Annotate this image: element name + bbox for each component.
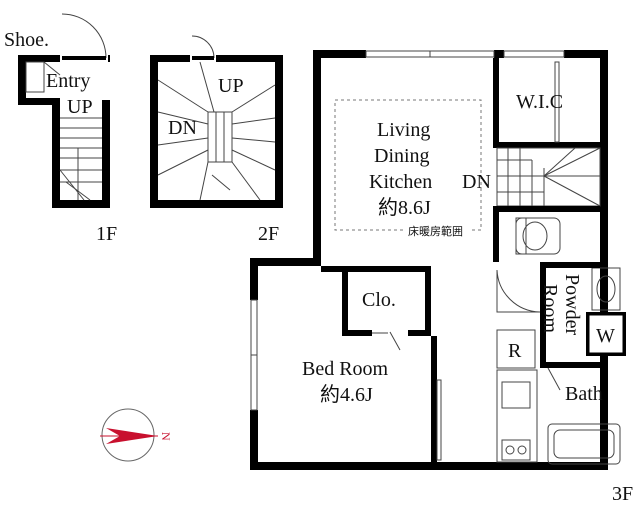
ldk-label-line3: Kitchen — [369, 171, 432, 193]
ldk-label-line2: Dining — [374, 145, 430, 167]
powder-door-swing — [496, 269, 541, 313]
bedroom-label: Bed Room — [302, 358, 389, 380]
washer-label: W — [596, 325, 615, 347]
floor-3f-outer-wall — [250, 50, 608, 470]
entry-door-swing — [61, 13, 107, 59]
floor-1f: Shoe. Entry UP 1F — [4, 13, 117, 245]
floor-1f-level: 1F — [96, 223, 117, 245]
2f-dn-label: DN — [168, 117, 197, 139]
floor-1f-stairs — [59, 117, 102, 201]
closet-door — [372, 331, 401, 351]
wic-label: W.I.C — [516, 91, 563, 113]
bathtub-icon — [547, 423, 621, 465]
ldk-area-label: 約8.6J — [378, 196, 431, 219]
stove-icon — [501, 439, 531, 461]
fridge-icon — [496, 329, 536, 369]
bedroom-area-label: 約4.6J — [320, 383, 373, 406]
heating-area-label: 床暖房範囲 — [408, 224, 463, 238]
north-compass-icon: N — [100, 408, 173, 462]
closet-label: Clo. — [362, 289, 396, 311]
shoe-label: Shoe. — [4, 29, 49, 51]
floor-3f-level: 3F — [612, 483, 633, 505]
kitchen-counter — [496, 369, 538, 463]
3f-dn-label: DN — [462, 171, 491, 193]
2f-up-label: UP — [218, 75, 244, 97]
floor-2f: UP DN 2F — [150, 35, 283, 245]
bath-label: Bath — [565, 383, 603, 405]
shoe-box — [25, 61, 45, 93]
1f-up-label: UP — [67, 96, 93, 118]
fridge-label: R — [508, 340, 522, 362]
floor-2f-level: 2F — [258, 223, 279, 245]
bedroom-top-wall — [321, 266, 431, 272]
north-label: N — [159, 432, 173, 441]
powder-room-label-line2: Room — [539, 284, 561, 333]
floor-2f-stairs — [157, 61, 276, 201]
washbasin-icon — [591, 267, 621, 311]
entry-label: Entry — [46, 70, 90, 92]
floor-3f: Living Dining Kitchen 約8.6J 床暖房範囲 DN W.I… — [248, 48, 633, 505]
sink-icon — [501, 381, 531, 409]
floor-3f-stairs — [496, 147, 601, 207]
bath-door — [547, 367, 561, 391]
powder-room-label-line1: Powder — [561, 274, 583, 335]
ldk-label-line1: Living — [377, 119, 430, 141]
